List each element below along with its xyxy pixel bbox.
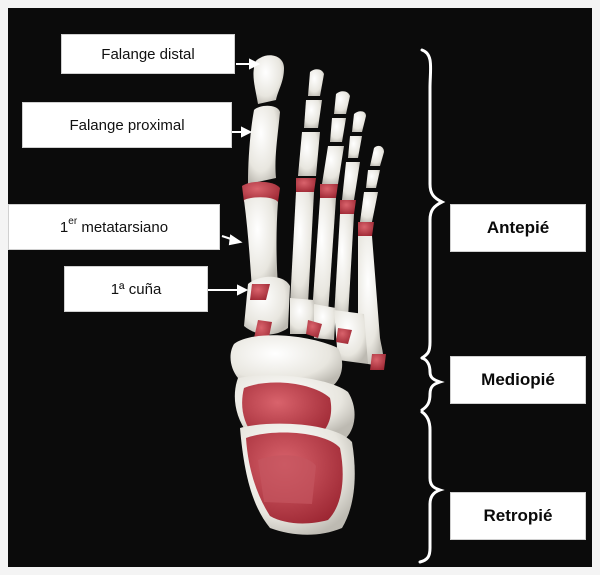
label-primer-metatarsiano: 1er metatarsiano [8,204,220,250]
hindfoot-bones [235,375,355,534]
label-falange-distal: Falange distal [61,34,235,74]
region-brackets [420,50,442,562]
foot-skeleton-diagram: Falange distal Falange proximal 1er meta… [8,8,592,567]
region-retropie: Retropié [450,492,586,540]
region-mediopie: Mediopié [450,356,586,404]
region-antepie: Antepié [450,204,586,252]
proximal-phalanx-bone [248,106,280,184]
label-primera-cuna: 1ª cuña [64,266,208,312]
first-metatarsal-bone [244,197,278,290]
distal-phalanx-bone [253,55,284,104]
label-falange-proximal: Falange proximal [22,102,232,148]
hallux [242,55,284,290]
